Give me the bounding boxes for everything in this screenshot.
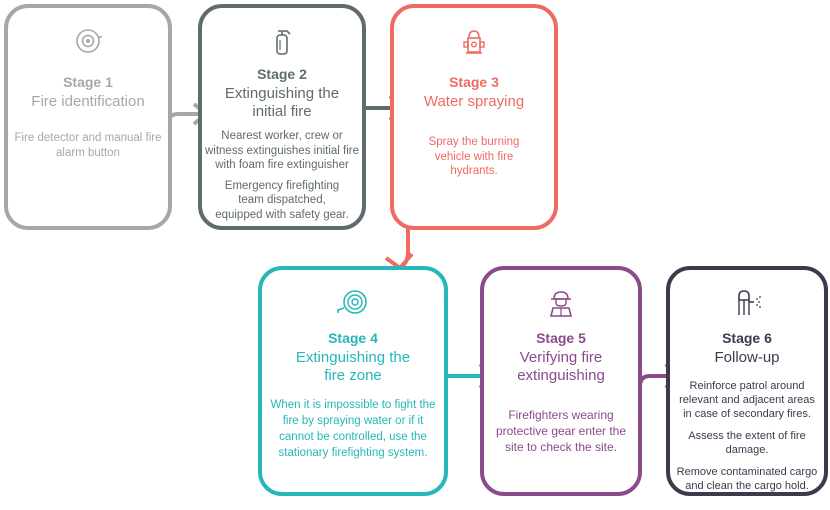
stage-6-number: Stage 6 <box>722 330 772 346</box>
stage-4-card: Stage 4 Extinguishing the fire zone When… <box>258 266 448 496</box>
stage-2-description-2: Emergency firefighting team dispatched, … <box>215 179 349 221</box>
stage-4-title: Extinguishing the fire zone <box>295 349 411 384</box>
stage-6-title: Follow-up <box>714 349 780 366</box>
stage-6-description-1: Reinforce patrol around relevant and adj… <box>679 380 815 420</box>
stage-6-description-2: Assess the extent of fire damage. <box>688 430 806 456</box>
fire-extinguisher-icon <box>276 30 291 55</box>
stage-3-card: Stage 3 Water spraying Spray the burning… <box>390 4 558 230</box>
stage-5-number: Stage 5 <box>536 330 586 346</box>
firefighter-icon <box>549 291 573 317</box>
stage-4-number: Stage 4 <box>328 330 378 346</box>
stage-2-description-1: Nearest worker, crew or witness extingui… <box>204 130 360 171</box>
stage-1-title: Fire identification <box>31 93 145 110</box>
stage-5-title: Verifying fire extinguishing <box>517 349 605 384</box>
stage-3-number: Stage 3 <box>449 74 499 90</box>
stage-3-description: Spray the burning vehicle with fire hydr… <box>428 136 520 177</box>
stage-1-description: Fire detector and manual fire alarm butt… <box>14 132 162 159</box>
stage-1-number: Stage 1 <box>63 74 113 90</box>
stage-2-title: Extinguishing the initial fire <box>224 85 340 120</box>
stage-5-card: Stage 5 Verifying fire extinguishing Fir… <box>480 266 642 496</box>
spray-cleaning-icon <box>738 290 761 315</box>
stage-2-card: Stage 2 Extinguishing the initial fire N… <box>198 4 366 230</box>
fire-hose-reel-icon <box>337 290 367 314</box>
stage-6-description-3: Remove contaminated cargo and clean the … <box>676 466 818 492</box>
stage-6-card: Stage 6 Follow-up Reinforce patrol aroun… <box>666 266 828 496</box>
stage-4-description: When it is impossible to fight the fire … <box>270 399 436 459</box>
stage-3-title: Water spraying <box>423 93 525 110</box>
stage-5-description: Firefighters wearing protective gear ent… <box>495 408 627 454</box>
stage-2-number: Stage 2 <box>257 66 307 82</box>
fire-hydrant-icon <box>463 30 485 54</box>
fire-alarm-bell-icon <box>76 29 102 53</box>
stage-1-card: Stage 1 Fire identification Fire detecto… <box>4 4 172 230</box>
